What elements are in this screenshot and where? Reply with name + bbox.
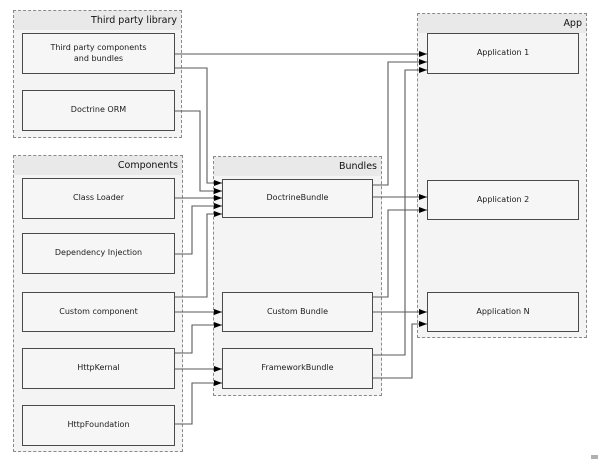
group-components-titlebar: [14, 156, 182, 175]
node-class-loader: Class Loader: [22, 178, 175, 219]
group-third-party-title: Third party library: [91, 15, 177, 26]
node-doctrine-orm: Doctrine ORM: [22, 90, 175, 131]
group-bundles-titlebar: [214, 157, 381, 176]
group-components-title: Components: [117, 160, 178, 171]
node-application-2: Application 2: [427, 180, 579, 220]
screen-artifact: [591, 455, 598, 459]
node-dependency-injection: Dependency Injection: [22, 233, 175, 274]
group-bundles-title: Bundles: [338, 161, 377, 172]
node-http-kernal: HttpKernal: [22, 348, 175, 389]
node-third-party-components: Third party components and bundles: [22, 33, 175, 74]
node-custom-bundle: Custom Bundle: [222, 292, 373, 332]
group-third-party-titlebar: [14, 11, 181, 30]
group-app-title: App: [563, 18, 582, 29]
node-application-n: Application N: [427, 292, 579, 332]
node-custom-component: Custom component: [22, 292, 175, 332]
group-app-titlebar: [418, 14, 586, 33]
node-framework-bundle: FrameworkBundle: [222, 348, 373, 389]
node-doctrine-bundle: DoctrineBundle: [222, 179, 373, 218]
node-application-1: Application 1: [427, 33, 579, 74]
node-http-foundation: HttpFoundation: [22, 405, 175, 446]
